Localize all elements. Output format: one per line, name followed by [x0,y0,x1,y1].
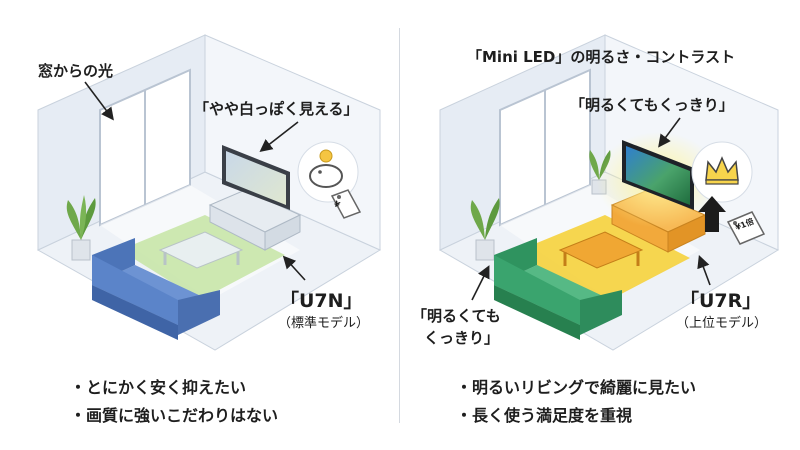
upgrade-arrow-icon [698,196,726,232]
right-price-tag-icon [726,211,766,245]
left-model-name: 「U7N」 [280,290,363,312]
sofa-note-line-1: 「明るくても [412,307,501,325]
left-room [36,34,382,351]
right-sofa [494,238,622,340]
right-bullet-2: ・長く使う満足度を重視 [456,406,633,425]
piggy-bank-icon [297,141,359,203]
right-plant-floor [470,198,500,261]
left-bullet-1: ・とにかく安く抑えたい [70,378,247,397]
right-heading: 「Mini LED」の明るさ・コントラスト [467,48,736,66]
center-divider [399,28,400,423]
crown-icon [691,141,753,203]
right-tv-note: 「明るくてもくっきり」 [570,96,734,114]
sofa-note-line-2: くっきり」 [424,329,500,347]
right-bullet-1: ・明るいリビングで綺麗に見たい [456,378,697,397]
window-light-label: 窓からの光 [38,62,114,80]
left-plant [66,195,96,261]
right-room [438,34,780,351]
left-price-tag-icon [330,189,362,219]
left-tv-note: 「やや白っぽく見える」 [194,100,359,118]
left-model-sub: （標準モデル） [278,316,370,331]
right-model-sub: （上位モデル） [676,316,768,331]
left-bullet-2: ・画質に強いこだわりはない [70,406,279,425]
left-sofa [92,238,220,340]
right-model-name: 「U7R」 [680,290,762,312]
